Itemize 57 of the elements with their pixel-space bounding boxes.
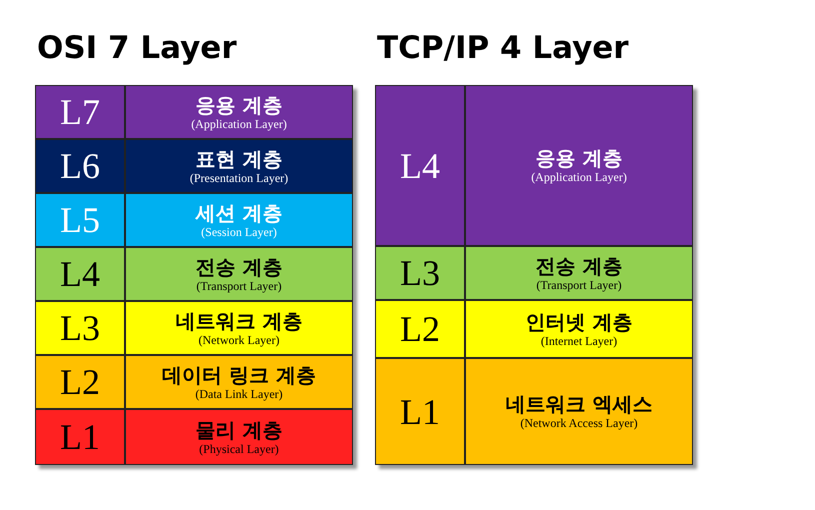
layer-number-cell — [35, 301, 125, 355]
layer-english-name: (Application Layer) — [191, 116, 287, 132]
layer-name: 물리 계층 — [196, 418, 282, 442]
layer-number-cell — [35, 247, 125, 301]
layer-name-cell — [465, 300, 693, 358]
layer-name-cell — [125, 85, 353, 139]
layer-number-cell — [375, 246, 465, 300]
layer-name: 세션 계층 — [196, 200, 282, 225]
layer-name: 응용 계층 — [196, 92, 282, 117]
layer-name-cell — [125, 355, 353, 409]
layer-english-name: (Application Layer) — [531, 170, 627, 185]
layer-number-cell — [35, 85, 125, 139]
layer-number-cell — [35, 355, 125, 409]
layer-number-cell — [375, 300, 465, 358]
layer-number-cell — [35, 409, 125, 465]
layer-number-cell — [35, 193, 125, 247]
layer-name: 네트워크 엑세스 — [506, 392, 652, 416]
layer-english-name: (Transport Layer) — [196, 278, 282, 294]
layer-number: L1 — [400, 390, 440, 432]
layer-name: 전송 계층 — [536, 254, 622, 278]
table-heading: OSI 7 Layer — [37, 30, 237, 66]
layer-english-name: (Presentation Layer) — [190, 170, 288, 186]
layer-name-cell — [465, 85, 693, 246]
layer-english-name: (Data Link Layer) — [195, 386, 283, 402]
layer-name: 데이터 링크 계층 — [162, 362, 316, 387]
layer-name: 전송 계층 — [196, 254, 282, 279]
table-heading: TCP/IP 4 Layer — [377, 30, 629, 66]
layer-number: L7 — [60, 91, 100, 133]
layer-english-name: (Physical Layer) — [199, 442, 279, 456]
layer-number: L2 — [60, 361, 100, 403]
layer-number: L5 — [60, 199, 100, 241]
layer-number: L2 — [400, 308, 440, 350]
layer-english-name: (Transport Layer) — [536, 278, 622, 292]
layer-english-name: (Network Access Layer) — [520, 416, 638, 431]
layer-number: L4 — [60, 253, 100, 295]
layer-name-cell — [465, 246, 693, 300]
layer-name-cell — [125, 193, 353, 247]
layer-english-name: (Network Layer) — [198, 332, 280, 348]
layer-name: 응용 계층 — [536, 146, 622, 170]
layer-english-name: (Internet Layer) — [540, 334, 618, 348]
layer-number: L3 — [400, 252, 440, 294]
layer-name-cell — [125, 409, 353, 465]
layer-number-cell — [35, 139, 125, 193]
layer-number: L1 — [60, 416, 100, 458]
layer-name: 표현 계층 — [196, 146, 282, 171]
layer-name: 인터넷 계층 — [526, 310, 632, 334]
layer-name-cell — [125, 247, 353, 301]
layer-number: L3 — [60, 307, 100, 349]
layer-english-name: (Session Layer) — [201, 224, 277, 240]
layer-name-cell — [465, 358, 693, 465]
layer-name: 네트워크 계층 — [176, 308, 302, 333]
layer-number-cell — [375, 85, 465, 246]
layer-number-cell — [375, 358, 465, 465]
layer-number: L6 — [60, 145, 100, 187]
layer-name-cell — [125, 301, 353, 355]
layer-number: L4 — [400, 144, 440, 186]
layer-name-cell — [125, 139, 353, 193]
